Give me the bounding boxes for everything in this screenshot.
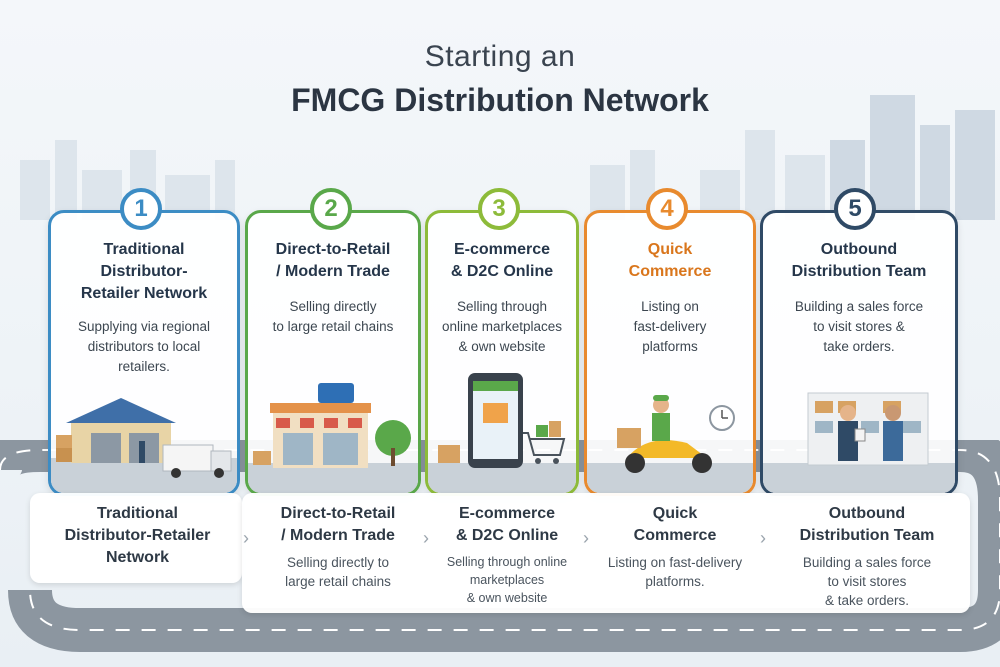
summary-2-title-line: / Modern Trade [281,527,395,544]
summary-3-desc-line: & own website [466,591,548,605]
step-2-title-line: / Modern Trade [276,263,390,280]
step-card-5: Outbound Distribution Team Building a sa… [760,210,958,496]
chevron-right-icon: › [243,528,249,548]
summary-4-title: Quick Commerce [594,503,756,547]
step-4-title: Quick Commerce [587,239,753,283]
step-4-title-line: Quick [647,241,693,258]
step-5-description: Building a sales force to visit stores &… [773,297,945,357]
step-2-description: Selling directly to large retail chains [258,297,408,337]
summary-5-desc-line: Building a sales force [802,555,932,570]
summary-2-desc-line: Selling directly to [286,555,390,570]
step-card-3: E-commerce & D2C Online Selling through … [425,210,579,496]
summary-5-description: Building a sales force to visit stores &… [772,553,962,610]
warehouse-truck-illustration [51,398,237,493]
summary-3-desc-line: Selling through online [446,555,568,569]
step-5-title-line: Outbound [820,241,898,258]
summary-1-title-line: Network [105,549,170,566]
chevron-right-icon: › [583,528,589,548]
step-card-2: Direct-to-Retail / Modern Trade Selling … [245,210,421,496]
summary-3-title-line: & D2C Online [455,527,559,544]
step-3-title-line: & D2C Online [450,263,554,280]
step-3-desc-line: Selling through [456,299,548,314]
summary-5-desc-line: to visit stores [827,574,907,589]
step-2-title-line: Direct-to-Retail [275,241,391,258]
step-3-title-line: E-commerce [453,241,551,258]
step-1-number-badge: 1 [120,188,162,230]
summary-item-2: Direct-to-Retail / Modern Trade Selling … [258,503,418,591]
summary-5-title: Outbound Distribution Team [772,503,962,547]
scooter-courier-illustration [587,395,753,493]
chevron-right-icon: › [423,528,429,548]
step-4-title-line: Commerce [628,263,712,280]
summary-2-description: Selling directly to large retail chains [258,553,418,591]
summary-3-title-line: E-commerce [458,505,556,522]
summary-4-title-line: Commerce [633,527,717,544]
step-1-description: Supplying via regional distributors to l… [61,317,227,377]
step-2-number-badge: 2 [310,188,352,230]
step-4-desc-line: fast-delivery [633,319,707,334]
step-3-desc-line: online marketplaces [441,319,563,334]
summary-item-1: Traditional Distributor-Retailer Network [40,503,235,569]
summary-3-desc-line: marketplaces [469,573,545,587]
step-5-number-badge: 5 [834,188,876,230]
road-path [0,440,1000,652]
summary-2-title-line: Direct-to-Retail [280,505,396,522]
step-5-desc-line: to visit stores & [813,319,905,334]
summary-item-3: E-commerce & D2C Online Selling through … [432,503,582,607]
step-card-1: Traditional Distributor- Retailer Networ… [48,210,240,496]
step-4-description: Listing on fast-delivery platforms [597,297,743,357]
step-1-desc-line: distributors to local [87,339,201,354]
chevron-right-icon: › [760,528,766,548]
retail-store-illustration [248,383,418,493]
summary-item-4: Quick Commerce Listing on fast-delivery … [594,503,756,591]
step-card-4: Quick Commerce Listing on fast-delivery … [584,210,756,496]
summary-1-title: Traditional Distributor-Retailer Network [40,503,235,569]
summary-5-title-line: Distribution Team [799,527,935,544]
summary-1-title-line: Distributor-Retailer [64,527,211,544]
step-1-desc-line: retailers. [118,359,170,374]
summary-panel-right [242,493,970,613]
step-5-desc-line: take orders. [823,339,895,354]
summary-2-title: Direct-to-Retail / Modern Trade [258,503,418,547]
summary-1-title-line: Traditional [97,505,178,522]
summary-4-title-line: Quick [652,505,698,522]
step-1-title-line: Retailer Network [80,285,208,302]
summary-4-desc-line: Listing on fast-delivery [607,555,743,570]
step-3-desc-line: & own website [458,339,546,354]
smartphone-cart-illustration [428,373,576,493]
step-2-desc-line: Selling directly [289,299,377,314]
summary-4-description: Listing on fast-delivery platforms. [594,553,756,591]
summary-4-desc-line: platforms. [645,574,705,589]
title-line-2: FMCG Distribution Network [291,82,709,118]
step-4-number-badge: 4 [646,188,688,230]
summary-3-description: Selling through online marketplaces & ow… [432,553,582,607]
summary-5-desc-line: & take orders. [824,593,910,608]
step-3-number-badge: 3 [478,188,520,230]
summary-2-desc-line: large retail chains [285,574,391,589]
step-2-desc-line: to large retail chains [272,319,394,334]
step-3-title: E-commerce & D2C Online [428,239,576,283]
step-4-desc-line: platforms [642,339,698,354]
step-2-title: Direct-to-Retail / Modern Trade [248,239,418,283]
step-5-title-line: Distribution Team [791,263,927,280]
summary-3-title: E-commerce & D2C Online [432,503,582,547]
step-5-desc-line: Building a sales force [794,299,924,314]
step-4-desc-line: Listing on [641,299,699,314]
page-title: Starting an FMCG Distribution Network [0,40,1000,119]
summary-panel-left [30,493,242,583]
step-1-title-line: Distributor- [100,263,188,280]
sales-team-illustration [763,392,955,493]
step-1-title-line: Traditional [103,241,185,258]
summary-item-5: Outbound Distribution Team Building a sa… [772,503,962,610]
title-line-1: Starting an [424,40,576,73]
step-1-title: Traditional Distributor- Retailer Networ… [51,239,237,305]
summary-5-title-line: Outbound [828,505,906,522]
step-3-description: Selling through online marketplaces & ow… [438,297,566,357]
step-1-desc-line: Supplying via regional [77,319,211,334]
step-5-title: Outbound Distribution Team [763,239,955,283]
